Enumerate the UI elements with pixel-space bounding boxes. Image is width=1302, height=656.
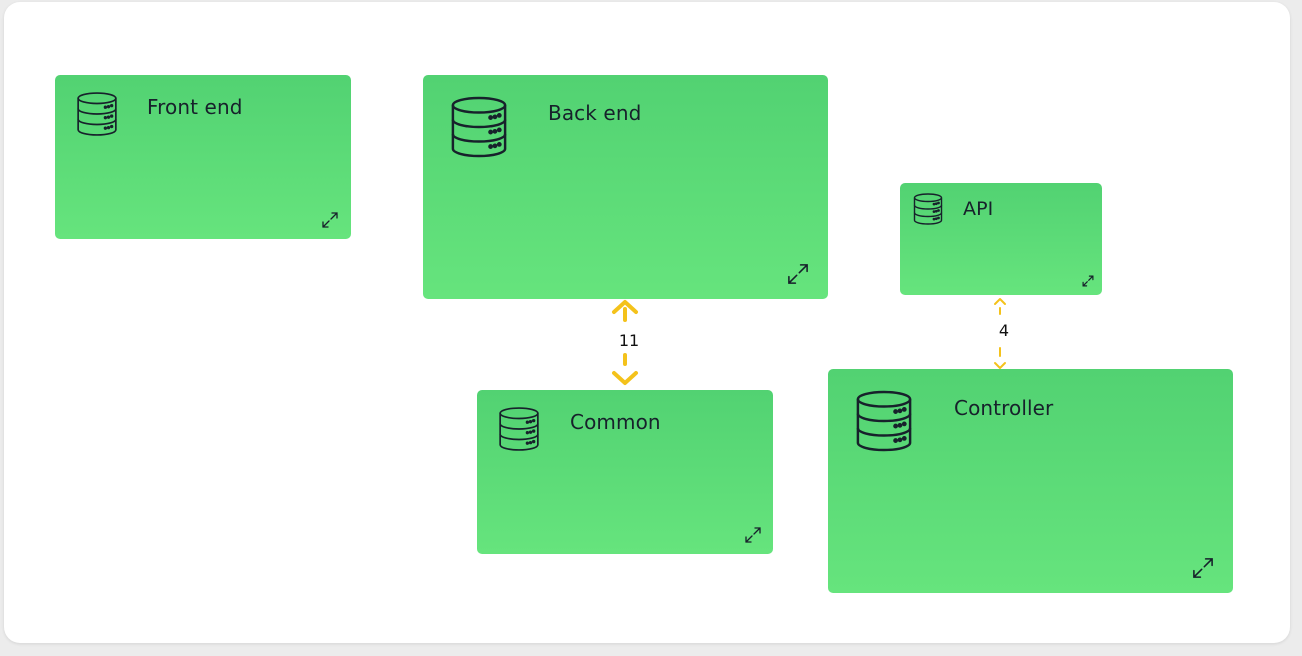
edge-arrowhead-down xyxy=(612,371,638,385)
expand-icon[interactable] xyxy=(1190,555,1216,581)
edge-count-label: 11 xyxy=(613,330,645,352)
database-icon xyxy=(498,407,540,451)
node-common[interactable]: Common xyxy=(477,390,773,554)
node-api[interactable]: API xyxy=(900,183,1102,295)
diagram-canvas[interactable]: 11 4 Front end xyxy=(4,2,1290,643)
database-icon xyxy=(913,193,943,225)
expand-icon[interactable] xyxy=(743,525,763,545)
node-front-end[interactable]: Front end xyxy=(55,75,351,239)
expand-icon[interactable] xyxy=(1081,274,1095,288)
expand-icon[interactable] xyxy=(785,261,811,287)
edge-count-label: 4 xyxy=(990,320,1018,342)
node-controller[interactable]: Controller xyxy=(828,369,1233,593)
expand-icon[interactable] xyxy=(320,210,340,230)
edge-arrowhead-down xyxy=(994,362,1006,369)
edge-arrowhead-up xyxy=(612,300,638,314)
node-title: Controller xyxy=(954,396,1054,420)
node-title: Common xyxy=(570,410,661,434)
database-icon xyxy=(855,390,913,452)
database-icon xyxy=(76,92,118,136)
node-title: API xyxy=(963,198,994,220)
node-title: Back end xyxy=(548,101,642,125)
node-back-end[interactable]: Back end xyxy=(423,75,828,299)
node-title: Front end xyxy=(147,95,243,119)
edge-arrowhead-up xyxy=(994,298,1006,305)
database-icon xyxy=(450,96,508,158)
